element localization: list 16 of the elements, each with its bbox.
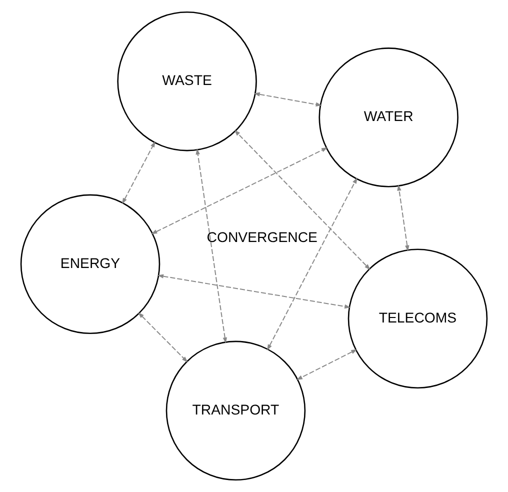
arrow — [234, 130, 370, 270]
node-circle: TELECOMS — [348, 248, 488, 388]
arrow — [254, 92, 322, 106]
arrow — [196, 148, 228, 344]
node-circle: ENERGY — [20, 194, 160, 334]
arrow — [296, 349, 358, 380]
node-circle: WASTE — [117, 11, 257, 152]
node-circle: WATER — [318, 48, 458, 188]
arrow — [397, 184, 410, 252]
arrow — [267, 177, 358, 351]
node-circle: TRANSPORT — [166, 340, 306, 481]
arrow — [151, 147, 328, 234]
arrow — [122, 141, 156, 204]
arrow — [157, 274, 351, 309]
label: CONVERGENCE — [206, 229, 318, 246]
arrow — [138, 312, 188, 362]
